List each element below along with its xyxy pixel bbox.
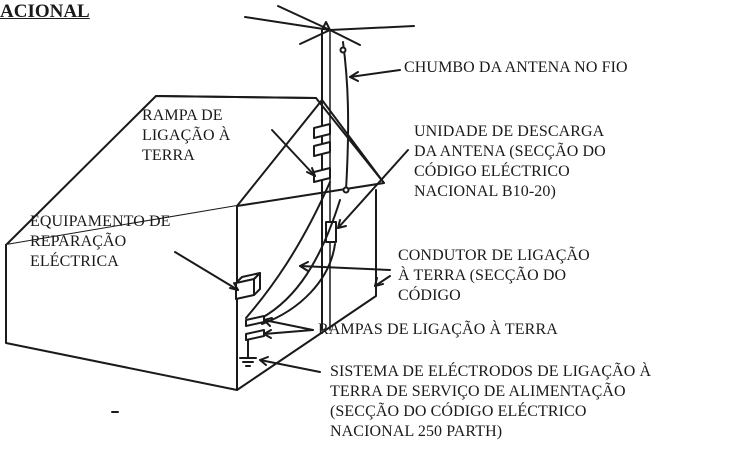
ground-electrode — [239, 315, 265, 367]
label-discharge-unit: UNIDADE DE DESCARGA DA ANTENA (SECÇÃO DO… — [414, 123, 606, 200]
label-grounding-conductor: CONDUTOR DE LIGAÇÃO À TERRA (SECÇÃO DO C… — [398, 247, 590, 304]
page-title: ACIONAL — [0, 1, 90, 22]
label-ground-clamp: RAMPA DE LIGAÇÃO À TERRA — [142, 107, 231, 164]
label-antenna-lead: CHUMBO DA ANTENA NO FIO — [404, 59, 628, 76]
service-equipment-box — [235, 272, 261, 300]
mast-clamps — [313, 123, 331, 183]
discharge-unit — [325, 221, 337, 243]
label-electrode-system: SISTEMA DE ELÉCTRODOS DE LIGAÇÃO À TERRA… — [330, 363, 652, 440]
house — [5, 95, 385, 391]
label-ground-clamps: RAMPAS DE LIGAÇÃO À TERRA — [318, 321, 558, 338]
label-service-equipment: EQUIPAMENTO DE REPARAÇÃO ELÉCTRICA — [30, 213, 171, 270]
grounding-conductors — [245, 181, 341, 325]
leader-lines — [174, 69, 409, 373]
